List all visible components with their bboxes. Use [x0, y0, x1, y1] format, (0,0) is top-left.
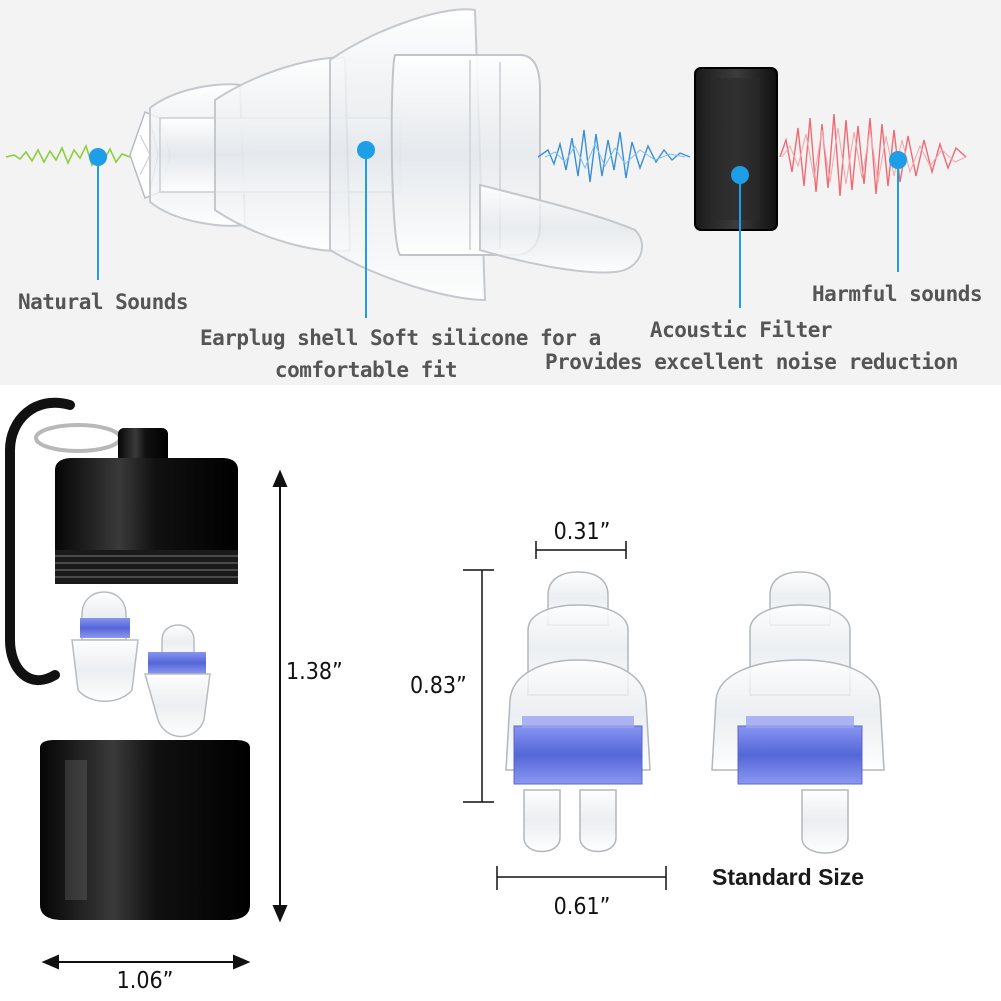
earplug-front-view-right	[711, 571, 885, 854]
callout-dot-natural	[89, 148, 107, 166]
tip-width-bracket	[535, 541, 627, 559]
shell-label-line1: Earplug shell Soft silicone for a	[200, 326, 601, 350]
small-earplug-right	[144, 624, 211, 738]
acoustic-filter-label-line2: Provides excellent noise reduction	[545, 350, 958, 374]
natural-sound-wave	[5, 143, 131, 168]
plug-height-bracket	[463, 569, 494, 803]
small-earplug-left	[71, 591, 139, 702]
case-width-arrow	[41, 954, 251, 970]
plug-width-label: 0.61”	[553, 894, 611, 920]
filtered-sound-wave	[537, 129, 691, 183]
case-lid	[55, 428, 238, 584]
case-height-label: 1.38”	[286, 659, 343, 685]
callout-dot-filter	[731, 166, 749, 184]
plug-width-bracket	[496, 866, 667, 890]
harmful-sounds-label: Harmful sounds	[812, 282, 983, 306]
case-base	[40, 740, 250, 920]
natural-sounds-label: Natural Sounds	[18, 290, 189, 314]
earplug-cross-section	[129, 8, 644, 302]
callout-dot-shell	[357, 141, 375, 159]
acoustic-filter-block	[694, 67, 778, 231]
harmful-sound-wave	[779, 113, 967, 197]
acoustic-filter-label-line1: Acoustic Filter	[649, 318, 833, 342]
case-height-arrow	[272, 469, 288, 923]
callout-dot-harmful	[889, 151, 907, 169]
plug-height-label: 0.83”	[410, 673, 467, 699]
standard-size-label: Standard Size	[712, 864, 865, 890]
earplug-front-view-left	[505, 571, 651, 853]
case-width-label: 1.06”	[116, 968, 174, 994]
tip-width-label: 0.31”	[553, 519, 611, 545]
callout-pointers	[97, 150, 899, 318]
shell-label-line2: comfortable fit	[274, 358, 458, 382]
